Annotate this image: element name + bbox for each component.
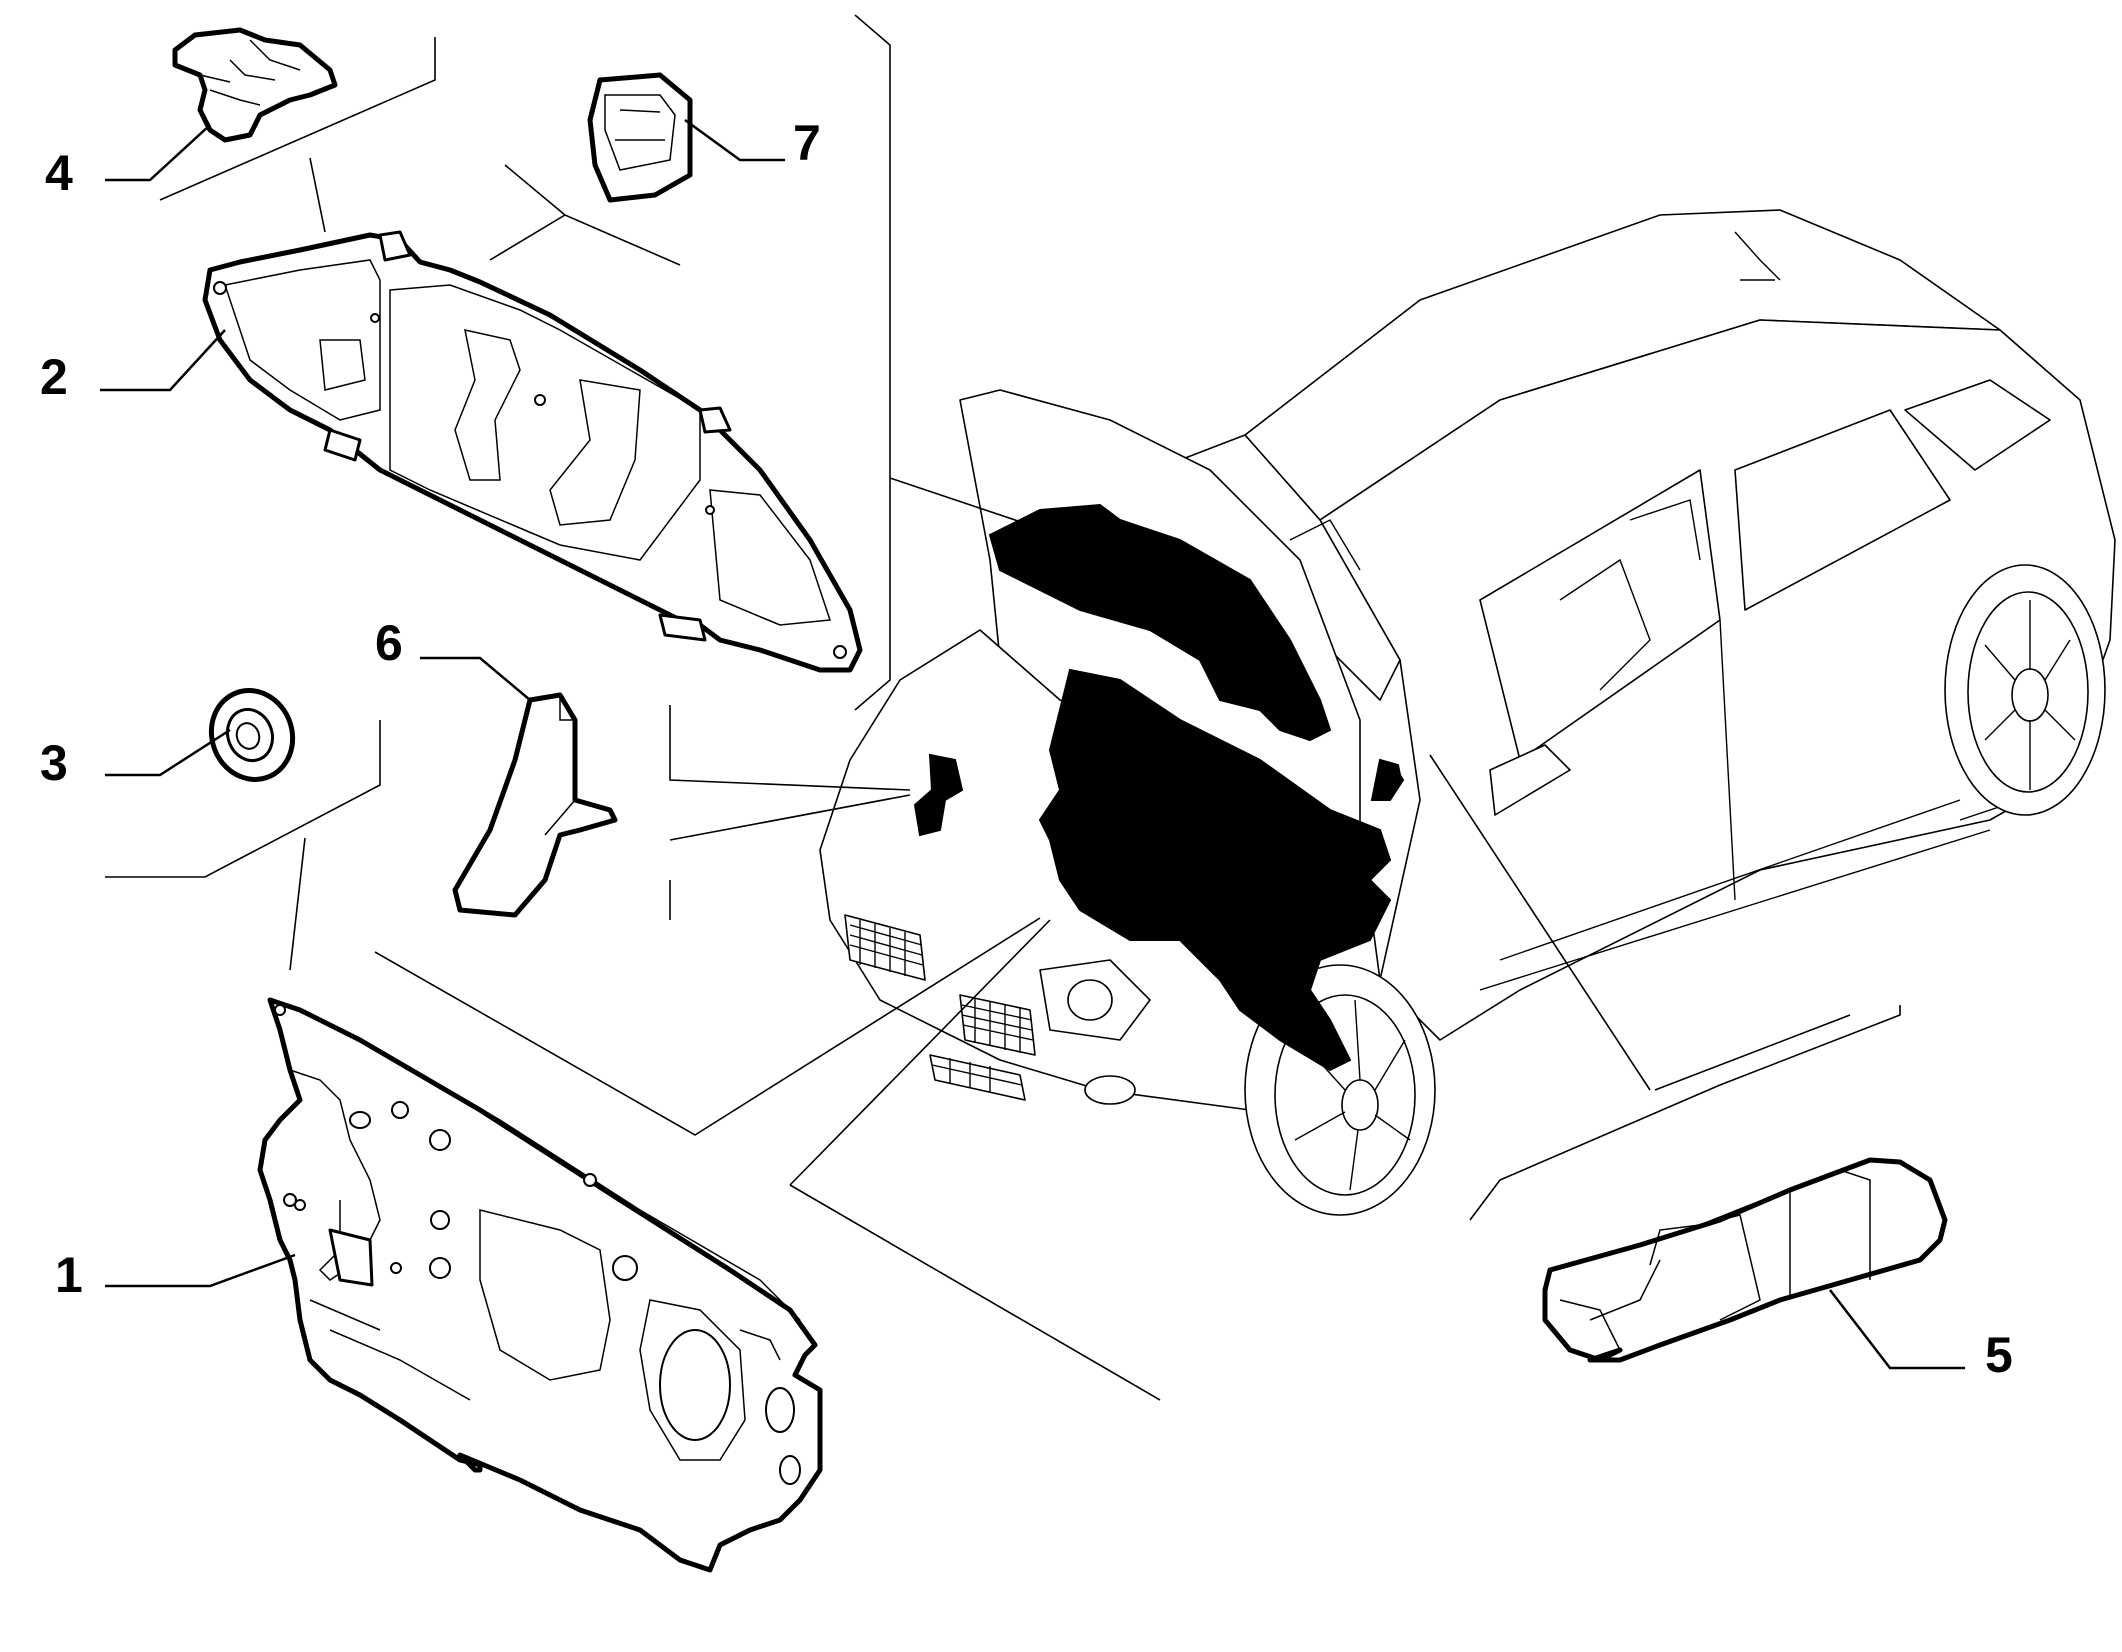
callout-4: 4: [45, 145, 73, 201]
callout-labels: 1 2 3 4 5 6 7: [40, 115, 2013, 1383]
car-grille: [844, 914, 1036, 1101]
leader-2: [100, 329, 226, 392]
callout-5: 5: [1985, 1327, 2013, 1383]
hood-insulation-pad: [988, 503, 1332, 742]
bulkhead-insulation-on-car: [1038, 668, 1392, 1072]
car-fog-light: [1084, 1075, 1136, 1105]
car-door-lines: [1479, 619, 2051, 991]
strip-insulation-piece: [1370, 758, 1405, 801]
part-7-block-insulation: [587, 72, 693, 203]
small-insulation-piece: [913, 753, 964, 837]
car-illustration: [819, 209, 2116, 1216]
car-interior-seats: [1289, 499, 1701, 691]
car-rear-wheel: [1944, 564, 2106, 816]
part-6-wedge-insulation: [452, 692, 618, 918]
leader-4: [105, 124, 211, 182]
leader-lines: [100, 118, 1965, 1370]
car-antenna: [1734, 231, 1781, 281]
car-side-window-rear: [1734, 409, 1951, 611]
leader-6: [420, 656, 531, 701]
car-quarter-window: [1904, 379, 2051, 471]
leader-7: [684, 118, 785, 162]
part-2-hood-insulation: [202, 230, 863, 673]
callout-3: 3: [40, 735, 68, 791]
part-5-duct-insulation: [1542, 1157, 1948, 1363]
part-1-bulkhead-insulation: [257, 997, 823, 1573]
part-3-grommet: [208, 688, 296, 782]
car-mirror: [1489, 744, 1571, 816]
leader-1: [105, 1253, 296, 1288]
callout-1: 1: [55, 1247, 83, 1303]
callout-7: 7: [793, 115, 821, 171]
callout-2: 2: [40, 349, 68, 405]
leader-3: [105, 728, 231, 777]
callout-6: 6: [375, 615, 403, 671]
leader-5: [1829, 1289, 1965, 1370]
projection-lines: [105, 14, 1901, 1401]
part-4-duct-insulation: [172, 27, 338, 143]
